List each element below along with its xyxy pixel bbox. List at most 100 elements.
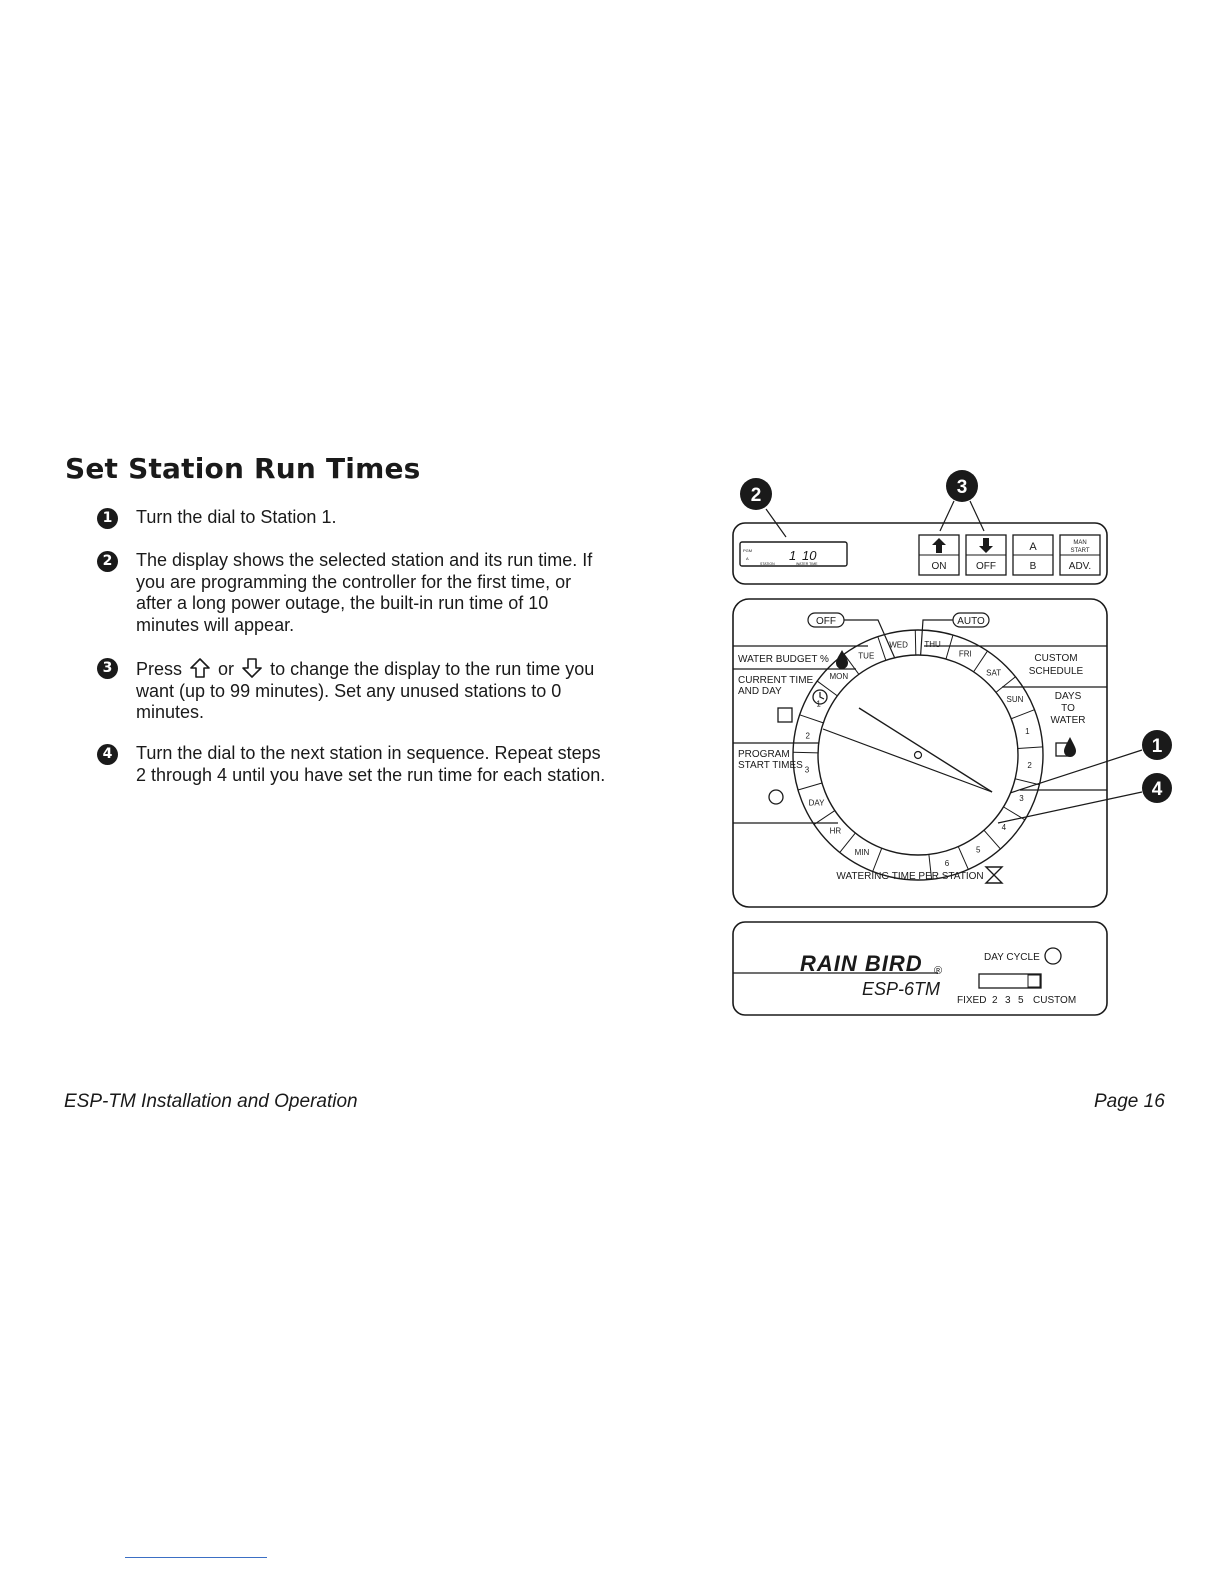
svg-text:DAYS: DAYS — [1055, 691, 1082, 702]
brand-logo: RAIN BIRD — [800, 951, 923, 976]
off-button[interactable]: OFF — [965, 534, 1007, 576]
svg-text:START TIMES: START TIMES — [738, 760, 803, 771]
dial-segment-divider — [1017, 746, 1043, 749]
dial-position-label: 5 — [976, 845, 981, 854]
svg-text:4: 4 — [1152, 779, 1163, 800]
svg-text:SCHEDULE: SCHEDULE — [1029, 666, 1084, 677]
dial-position-label: 3 — [805, 766, 810, 775]
dial-position-label: FRI — [959, 649, 972, 658]
step-text: Turn the dial to the next station in seq… — [136, 743, 606, 785]
dial-segment-divider — [843, 653, 860, 675]
display-station: 1 — [789, 548, 796, 563]
callout-2: 2 — [740, 478, 787, 538]
step-text-mid: or — [218, 659, 235, 679]
dial-position-label: 2 — [1027, 761, 1032, 770]
svg-text:2: 2 — [992, 995, 998, 1006]
dial-segment-divider — [816, 680, 838, 697]
off-label: OFF — [816, 616, 836, 627]
dial-pointer-secondary — [822, 728, 993, 793]
svg-text:5: 5 — [1018, 995, 1024, 1006]
svg-text:1: 1 — [1152, 736, 1163, 757]
dial-segment-divider — [839, 832, 856, 853]
step-text: The display shows the selected station a… — [136, 550, 593, 635]
dial-position-label: 2 — [805, 732, 810, 741]
dial-segment-divider — [957, 846, 969, 870]
dial-panel: OFF AUTO WATER BUDGET % CURRENT TIME AND… — [732, 598, 1108, 908]
down-arrow-outline-icon — [242, 658, 262, 678]
day-cycle-slider[interactable] — [978, 973, 1042, 989]
dial-segment-divider — [793, 751, 819, 754]
dial-center — [913, 750, 923, 760]
svg-text:B: B — [1030, 561, 1037, 572]
dial-position-label: 6 — [945, 859, 950, 868]
step-text: Turn the dial to Station 1. — [136, 507, 337, 527]
step-number: 1 — [97, 508, 118, 529]
dial-segment-divider — [995, 676, 1016, 693]
svg-text:2: 2 — [751, 485, 762, 506]
alarm-clock-icon — [768, 789, 784, 805]
watering-time-label: WATERING TIME PER STATION — [836, 871, 983, 882]
dial-segment-divider — [1011, 709, 1035, 720]
dial-position-label: SAT — [986, 668, 1001, 677]
svg-text:DAY CYCLE: DAY CYCLE — [984, 952, 1040, 963]
dial-segment-divider — [914, 630, 917, 656]
dial-segment-divider — [1003, 806, 1026, 821]
svg-text:ADV.: ADV. — [1069, 561, 1091, 572]
svg-text:3: 3 — [1005, 995, 1011, 1006]
dial-segment-divider — [1015, 778, 1040, 786]
page-title: Set Station Run Times — [65, 452, 421, 485]
svg-text:PGM: PGM — [743, 548, 752, 553]
step-text-before: Press — [136, 659, 183, 679]
dial-segment-divider — [945, 634, 954, 660]
svg-text:FIXED: FIXED — [957, 995, 986, 1006]
svg-text:3: 3 — [957, 477, 968, 498]
on-button[interactable]: ON — [918, 534, 960, 576]
dial-position-label: 1 — [1025, 727, 1030, 736]
dial-position-label: SUN — [1007, 695, 1024, 704]
display-panel: PGM A 1 10 STATION WATER TIME — [732, 522, 1108, 585]
svg-text:WATER BUDGET %: WATER BUDGET % — [738, 654, 829, 665]
dial-segment-divider — [877, 636, 887, 661]
dial-segment-divider — [813, 810, 836, 825]
svg-text:CUSTOM: CUSTOM — [1033, 995, 1076, 1006]
dial-position-label: WED — [889, 641, 908, 650]
manual-start-advance-button[interactable]: MAN START ADV. — [1059, 534, 1101, 576]
auto-label: AUTO — [957, 616, 985, 627]
brand-panel: RAIN BIRD ® ESP-6TM DAY CYCLE FIXED 2 3 … — [732, 921, 1108, 1016]
calendar-icon — [777, 707, 793, 723]
svg-text:PROGRAM: PROGRAM — [738, 749, 790, 760]
dial-position-label: MON — [829, 672, 848, 681]
svg-text:STATION: STATION — [760, 562, 775, 566]
svg-text:A: A — [746, 556, 749, 561]
dial-segment-divider — [983, 829, 1001, 850]
svg-text:A: A — [1029, 541, 1037, 553]
svg-text:OFF: OFF — [976, 561, 996, 572]
svg-text:TO: TO — [1061, 703, 1075, 714]
program-ab-button[interactable]: A B — [1012, 534, 1054, 576]
dial-position-label: MIN — [855, 848, 870, 857]
dial-position-label: 4 — [1002, 823, 1007, 832]
dial-position-label: DAY — [809, 798, 826, 807]
svg-text:WATER: WATER — [1051, 715, 1086, 726]
up-arrow-outline-icon — [190, 658, 210, 678]
dial-segment-divider — [973, 650, 988, 673]
svg-text:®: ® — [934, 965, 942, 977]
dial-segment-divider — [928, 854, 933, 880]
page-number: Page 16 — [1094, 1091, 1165, 1112]
svg-text:MAN: MAN — [1073, 540, 1086, 546]
dial-position-label: HR — [830, 827, 842, 836]
dial-segment-divider — [799, 714, 824, 724]
footer-title: ESP-TM Installation and Operation — [64, 1091, 358, 1112]
dial-position-label: TUE — [858, 652, 874, 661]
svg-text:CUSTOM: CUSTOM — [1034, 653, 1077, 664]
step-number: 4 — [97, 744, 118, 765]
svg-text:ON: ON — [932, 561, 947, 572]
step-number: 2 — [97, 551, 118, 572]
svg-text:CURRENT TIME: CURRENT TIME — [738, 675, 814, 686]
up-arrow-icon — [932, 538, 946, 553]
step-text: Press or to change the display to the ru… — [136, 657, 606, 724]
bottom-link-underline[interactable] — [125, 1557, 267, 1558]
model-number: ESP-6TM — [862, 979, 940, 999]
callout-1: 1 — [1009, 730, 1172, 794]
